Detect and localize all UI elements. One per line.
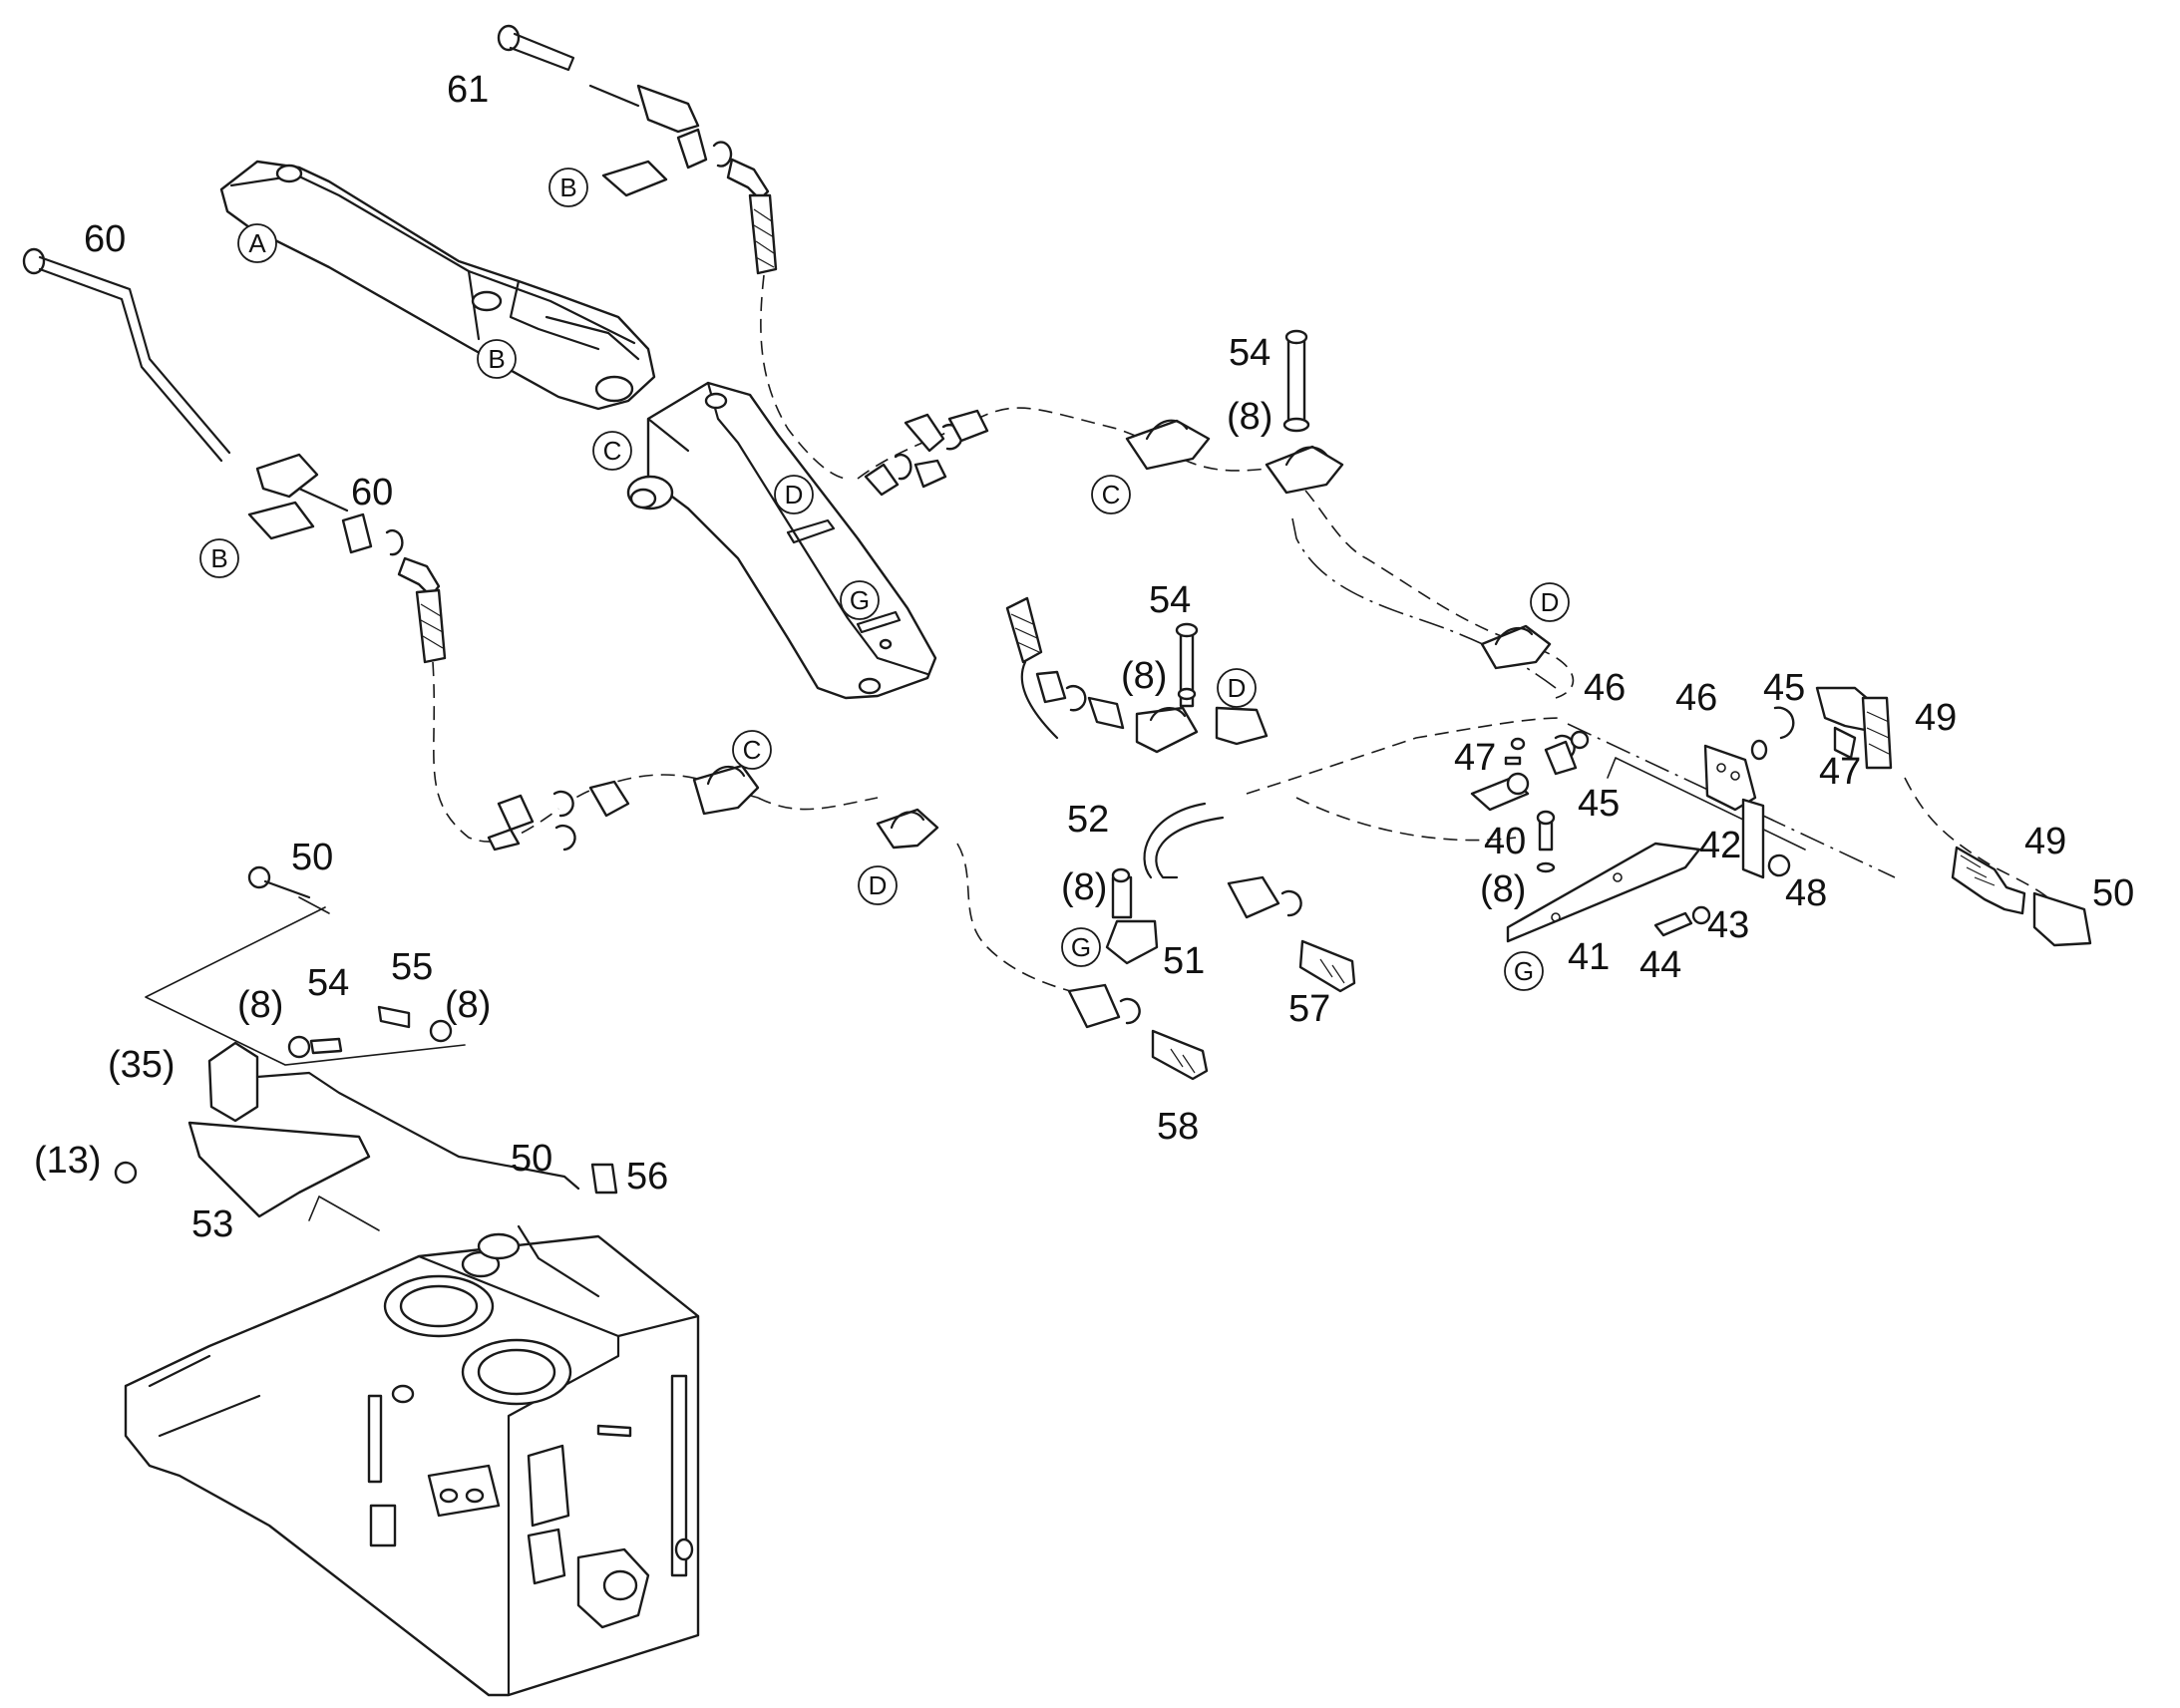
middle-clamps (1005, 596, 1269, 754)
part-label: 50 (511, 1138, 552, 1180)
part-label: (8) (1480, 868, 1526, 910)
ref-marker: C (1091, 475, 1131, 514)
part-label: 41 (1568, 936, 1610, 978)
line-61-assembly (497, 24, 778, 275)
connection-lines (145, 274, 2065, 1231)
part-number-labels: 61 60 60 54 (8) 54 (8) 46 46 45 45 47 47… (34, 69, 2134, 1245)
part-label: 56 (626, 1156, 668, 1197)
ref-marker: G (840, 580, 880, 620)
part-label: 48 (1785, 872, 1827, 914)
part-label: 61 (447, 69, 489, 111)
svg-text:B: B (210, 543, 227, 573)
part-label: (35) (108, 1044, 176, 1086)
part-label: (13) (34, 1140, 102, 1182)
svg-text:D: D (1228, 673, 1247, 703)
svg-text:G: G (850, 585, 870, 615)
part-label: 43 (1707, 904, 1749, 946)
part-label: (8) (237, 984, 283, 1026)
part-label: 54 (1149, 579, 1191, 621)
svg-text:B: B (559, 172, 576, 202)
part-label: 60 (351, 472, 393, 513)
part-label: 40 (1484, 821, 1526, 862)
ref-marker: D (858, 865, 898, 905)
svg-text:C: C (603, 436, 622, 466)
boom-arm (219, 160, 656, 411)
part-label: 55 (391, 946, 433, 988)
part-label: 45 (1578, 783, 1620, 825)
part-label: 51 (1163, 940, 1205, 982)
part-label: 54 (307, 962, 349, 1004)
boom-base (626, 381, 937, 700)
part-label: 58 (1157, 1106, 1199, 1148)
right-side-parts (1143, 686, 2092, 947)
svg-text:D: D (869, 870, 888, 900)
part-label: 45 (1763, 667, 1805, 709)
part-label: (8) (1227, 396, 1272, 438)
part-label: 54 (1229, 332, 1271, 374)
line-50-assembly (114, 865, 618, 1218)
svg-text:G: G (1071, 932, 1091, 962)
svg-text:C: C (743, 735, 762, 765)
ref-marker: G (1504, 951, 1544, 991)
part-label: (8) (1121, 655, 1167, 697)
svg-text:D: D (785, 480, 804, 510)
part-label: 49 (2024, 821, 2066, 862)
ref-marker: C (592, 431, 632, 471)
part-label: 57 (1288, 988, 1330, 1030)
line-60-assembly (22, 247, 447, 664)
ref-marker: D (774, 475, 814, 514)
part-label: 47 (1454, 737, 1496, 779)
part-label: 44 (1639, 944, 1681, 986)
ref-marker: B (199, 538, 239, 578)
part-label: 49 (1915, 697, 1957, 739)
part-label: 50 (2092, 872, 2134, 914)
ref-marker: D (1530, 582, 1570, 622)
ref-marker: A (237, 223, 277, 263)
part-label: 50 (291, 837, 333, 878)
svg-text:G: G (1514, 956, 1534, 986)
svg-text:A: A (248, 228, 266, 258)
part-label: (8) (1061, 866, 1107, 908)
part-label: (8) (445, 984, 491, 1026)
ref-marker: B (548, 168, 588, 207)
svg-text:C: C (1102, 480, 1121, 510)
part-label: 46 (1584, 667, 1626, 709)
lower-middle-chain (487, 764, 1356, 1081)
ref-marker: B (477, 339, 517, 379)
ref-marker: G (1061, 927, 1101, 967)
part-label: 46 (1675, 677, 1717, 719)
frame-tank (124, 1224, 700, 1697)
part-label: 60 (84, 218, 126, 260)
part-label: 52 (1067, 799, 1109, 841)
ref-marker: D (1217, 668, 1257, 708)
svg-text:D: D (1541, 587, 1560, 617)
upper-right-clamps (864, 329, 1552, 670)
reference-markers: A B B B C D G C D D C D (199, 168, 1570, 991)
part-label: 42 (1699, 825, 1741, 866)
part-label: 53 (191, 1203, 233, 1245)
ref-marker: C (732, 730, 772, 770)
svg-text:B: B (488, 344, 505, 374)
part-label: 47 (1819, 751, 1861, 793)
